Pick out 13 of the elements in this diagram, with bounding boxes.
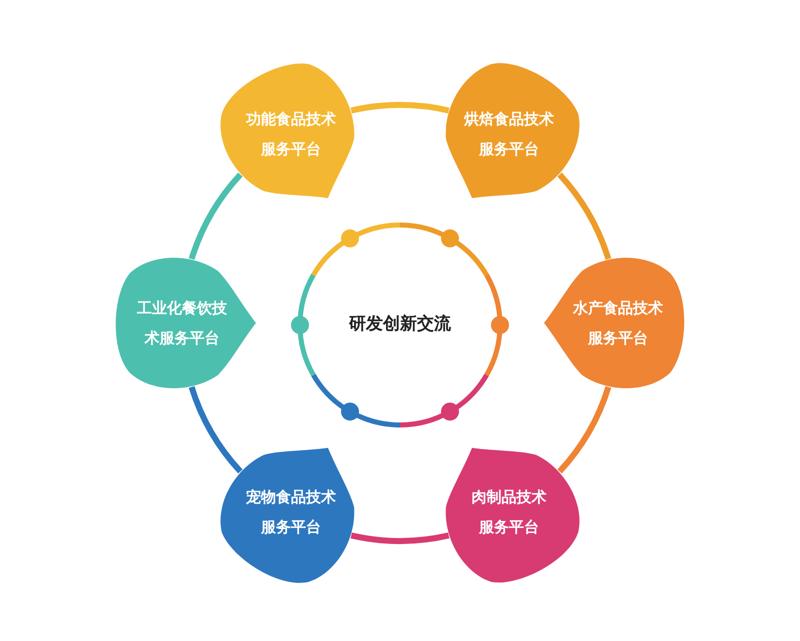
platform-label: 宠物食品技术服务平台 <box>246 486 336 538</box>
platform-label: 水产食品技术服务平台 <box>573 298 663 349</box>
ring-connector <box>188 172 243 260</box>
ring-connector <box>188 386 243 474</box>
platform-label: 功能食品技术服务平台 <box>246 109 336 160</box>
ring-connector <box>350 102 450 114</box>
ring-connector <box>557 172 612 260</box>
center-label: 研发创新交流 <box>349 313 451 336</box>
ring-connector <box>350 532 450 544</box>
platform-label: 烘焙食品技术服务平台 <box>464 109 554 160</box>
platform-label: 工业化餐饮技术服务平台 <box>137 298 227 349</box>
platform-label: 肉制品技术服务平台 <box>472 486 546 538</box>
ring-connector <box>557 386 612 474</box>
